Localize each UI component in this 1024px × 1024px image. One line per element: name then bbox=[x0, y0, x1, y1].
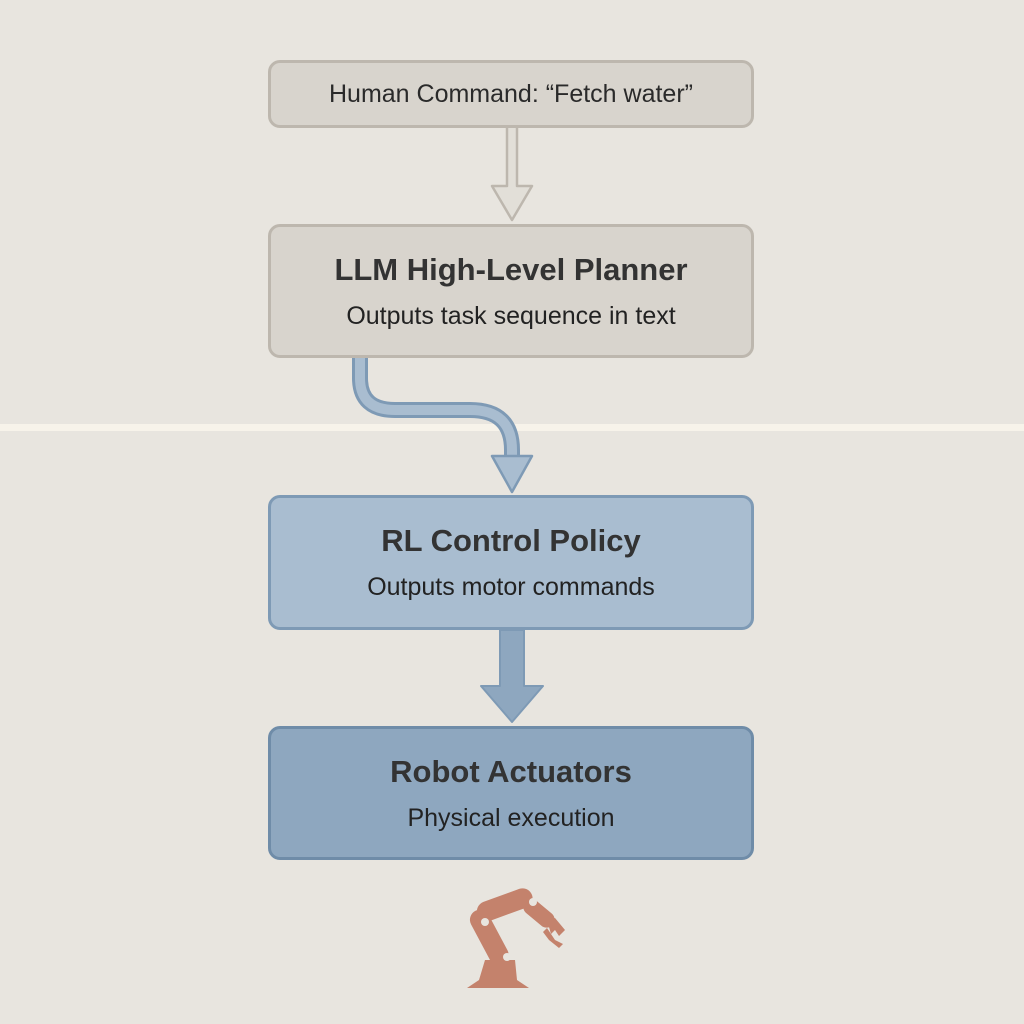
robot-actuators-node: Robot Actuators Physical execution bbox=[268, 726, 754, 860]
llm-planner-title: LLM High-Level Planner bbox=[334, 251, 688, 287]
human-command-node: Human Command: “Fetch water” bbox=[268, 60, 754, 128]
arrow-planner-to-policy bbox=[352, 358, 534, 494]
arrow-command-to-planner bbox=[490, 128, 534, 222]
arrow-policy-to-actuators bbox=[480, 629, 544, 723]
rl-policy-subtitle: Outputs motor commands bbox=[367, 573, 655, 601]
llm-planner-node: LLM High-Level Planner Outputs task sequ… bbox=[268, 224, 754, 358]
rl-policy-title: RL Control Policy bbox=[381, 523, 641, 558]
human-command-label: Human Command: “Fetch water” bbox=[328, 79, 693, 108]
robot-arm-icon bbox=[467, 888, 565, 988]
robot-actuators-subtitle: Physical execution bbox=[407, 803, 615, 832]
robot-actuators-title: Robot Actuators bbox=[390, 753, 632, 789]
llm-planner-subtitle: Outputs task sequence in text bbox=[346, 301, 676, 330]
rl-policy-node: RL Control Policy Outputs motor commands bbox=[268, 495, 754, 630]
